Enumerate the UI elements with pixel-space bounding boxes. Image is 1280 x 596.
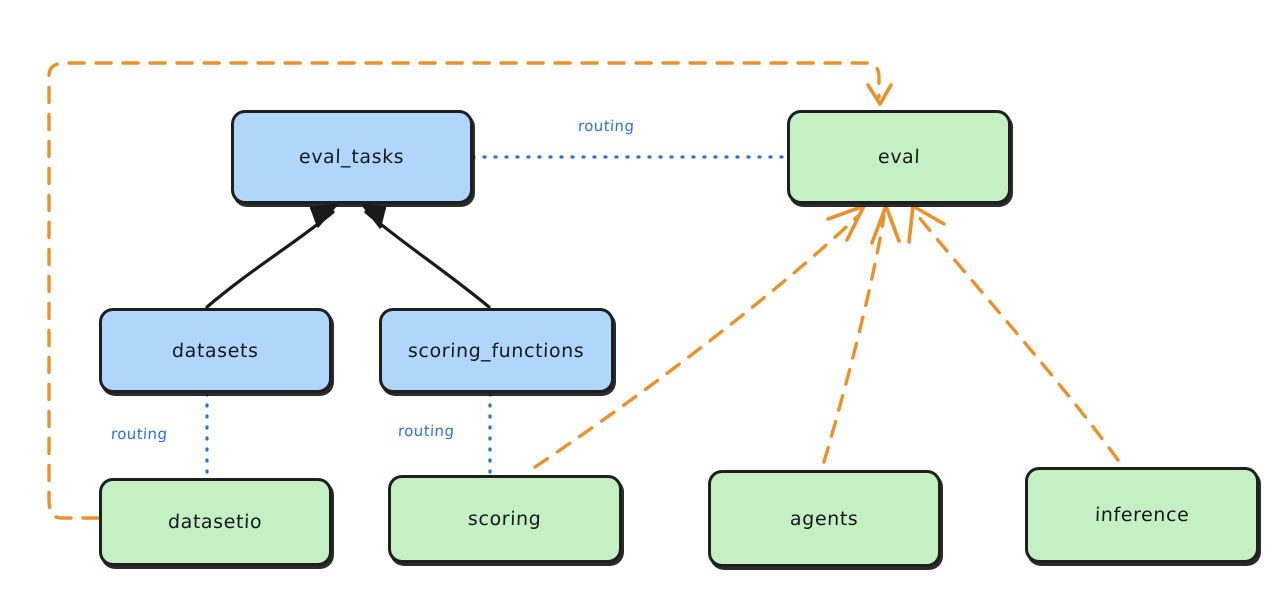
node-inference[interactable]: inference [1025, 467, 1259, 563]
node-eval_tasks[interactable]: eval_tasks [231, 110, 473, 204]
edge-inference-to-eval [907, 204, 1120, 462]
edge-scoring_functions-to-eval_tasks [361, 203, 491, 309]
node-datasetio[interactable]: datasetio [99, 478, 332, 566]
node-agents[interactable]: agents [708, 470, 941, 567]
edge-label-routing-scoring-functions: routing [397, 422, 455, 440]
node-label: scoring [467, 508, 543, 530]
node-datasets[interactable]: datasets [99, 308, 332, 393]
node-scoring[interactable]: scoring [388, 475, 622, 563]
node-label: inference [1094, 504, 1190, 526]
edge-label-routing-datasets: routing [110, 425, 168, 443]
node-label: datasets [171, 339, 260, 362]
node-label: eval [877, 146, 921, 168]
edge-agents-to-eval [822, 204, 901, 464]
node-label: eval_tasks [298, 146, 406, 168]
node-label: agents [789, 507, 860, 530]
node-label: datasetio [168, 511, 263, 533]
node-label: scoring_functions [407, 339, 586, 362]
edge-datasets-to-eval_tasks [205, 203, 338, 309]
edge-label-routing-eval-tasks: routing [577, 117, 635, 135]
node-eval[interactable]: eval [787, 110, 1011, 204]
node-scoring_functions[interactable]: scoring_functions [379, 308, 614, 393]
